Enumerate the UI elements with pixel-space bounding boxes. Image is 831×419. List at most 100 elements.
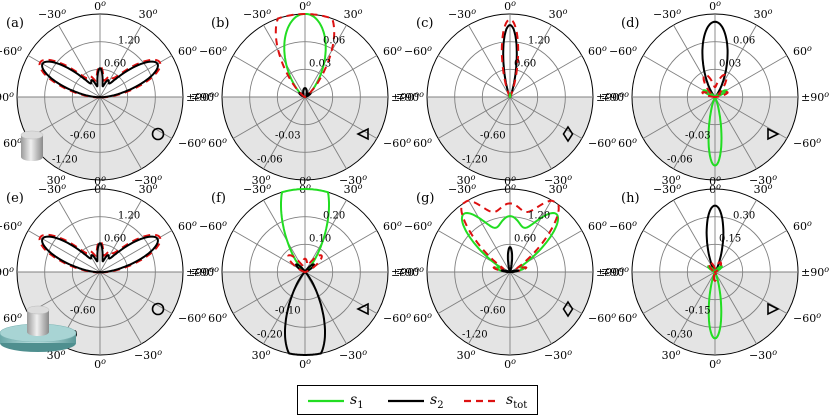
panel-label: (g) (416, 191, 434, 206)
angle-label-0: 0o (94, 0, 106, 13)
angle-label-minus-plus-90: ∓90o (0, 90, 14, 104)
radial-tick-label: -1.20 (52, 154, 78, 165)
panel-label: (e) (6, 191, 24, 206)
polar-panel-b: 0.030.06-0.03-0.060o30o−30o60o−60o∓90o±9… (191, 0, 419, 196)
cylinder-body (27, 310, 49, 332)
symmetry-marker-triangle-right (767, 302, 780, 316)
series-s2-curve (41, 235, 159, 274)
angle-label-minus30: −30o (653, 182, 681, 196)
radial-tick-label: 0.06 (733, 36, 755, 47)
angle-label-30: 30o (754, 182, 773, 196)
angle-label-minus-plus-90: ∓90o (0, 265, 14, 279)
radial-tick-label: -0.15 (685, 306, 711, 317)
angle-label-bottom-0: 0o (504, 357, 516, 371)
cylinder-body (21, 135, 43, 157)
radial-tick-label: -0.06 (667, 154, 693, 165)
polar-panel-c: 0.601.20-0.60-1.200o30o−30o60o−60o∓90o±9… (396, 0, 624, 196)
series-stot-curve (500, 18, 520, 98)
angle-label-60: 60o (793, 219, 812, 233)
series-s1-curve (508, 92, 512, 98)
angle-label-60: 60o (178, 44, 197, 58)
polar-panel-g: 0.601.20-0.60-1.200o30o−30o60o−60o∓90o±9… (396, 174, 624, 371)
angle-label-plus-minus-90: ±90o (186, 90, 214, 104)
angle-label-minus-plus-90: ∓90o (601, 90, 629, 104)
radial-tick-label: 1.20 (118, 211, 140, 222)
angle-label-bottom-30: 30o (457, 173, 476, 187)
radial-tick-label: -0.60 (70, 131, 96, 142)
angle-label-bottom-minus30: −30o (339, 348, 367, 362)
angle-label-minus60: −60o (199, 44, 227, 58)
angle-label-30: 30o (139, 7, 158, 21)
angle-label-minus60: −60o (609, 44, 637, 58)
angle-label-30: 30o (344, 7, 363, 21)
radial-tick-label: 0.60 (514, 58, 536, 69)
angle-label-bottom-60: 60o (3, 311, 22, 325)
series-stot-curve (287, 254, 323, 273)
angle-label-60: 60o (588, 219, 607, 233)
radial-tick-label: 1.20 (528, 36, 550, 47)
panel-label: (c) (416, 16, 433, 31)
cylinder-top (26, 305, 50, 315)
angle-label-bottom-minus30: −30o (749, 173, 777, 187)
angle-label-plus-minus-90: ±90o (801, 90, 829, 104)
angle-label-minus30: −30o (448, 182, 476, 196)
angle-label-minus60: −60o (0, 219, 22, 233)
angle-label-minus-plus-90: ∓90o (601, 265, 629, 279)
symmetry-marker-diamond (562, 125, 574, 143)
radial-tick-label: 0.60 (104, 233, 126, 244)
radial-tick-label: -0.03 (275, 131, 301, 142)
angle-label-bottom-0: 0o (94, 357, 106, 371)
polar-panel-h: 0.150.30-0.15-0.300o30o−30o60o−60o∓90o±9… (601, 174, 829, 371)
angle-label-bottom-30: 30o (252, 173, 271, 187)
angle-label-0: 0o (504, 174, 516, 188)
radial-tick-label: -0.30 (667, 329, 693, 340)
symmetry-marker-circle (151, 127, 165, 141)
angle-label-bottom-minus60: −60o (383, 136, 411, 150)
angle-label-minus60: −60o (404, 219, 432, 233)
panel-label: (b) (211, 16, 229, 31)
radial-tick-label: 1.20 (528, 211, 550, 222)
angle-label-30: 30o (754, 7, 773, 21)
angle-label-30: 30o (139, 182, 158, 196)
legend: s1 s2 stot (297, 385, 538, 415)
radial-tick-label: -0.20 (257, 329, 283, 340)
angle-label-plus-minus-90: ±90o (391, 90, 419, 104)
radial-tick-label: 0.15 (719, 233, 741, 244)
radial-tick-label: -0.06 (257, 154, 283, 165)
polar-panel-f: 0.100.20-0.10-0.200o30o−30o60o−60o∓90o±9… (191, 174, 419, 371)
angle-label-bottom-minus60: −60o (793, 136, 821, 150)
series-stot-curve (460, 199, 560, 273)
angle-label-bottom-minus60: −60o (178, 311, 206, 325)
angle-label-bottom-60: 60o (208, 136, 227, 150)
radial-tick-label: 0.30 (733, 211, 755, 222)
figure: 0.601.20-0.60-1.200o30o−30o60o−60o∓90o±9… (0, 0, 829, 371)
angle-label-0: 0o (504, 0, 516, 13)
angle-label-bottom-60: 60o (208, 311, 227, 325)
legend-label-s2: s (430, 392, 438, 408)
angle-label-minus60: −60o (404, 44, 432, 58)
symmetry-marker-triangle-right (767, 127, 780, 141)
angle-label-bottom-minus30: −30o (134, 173, 162, 187)
angle-label-bottom-60: 60o (413, 136, 432, 150)
angle-label-bottom-minus60: −60o (588, 136, 616, 150)
radial-tick-label: 0.03 (309, 58, 331, 69)
angle-label-bottom-60: 60o (618, 136, 637, 150)
polar-panel-d: 0.030.06-0.03-0.060o30o−30o60o−60o∓90o±9… (601, 0, 829, 196)
symmetry-marker-triangle (356, 302, 369, 316)
angle-label-minus30: −30o (38, 7, 66, 21)
angle-label-plus-minus-90: ±90o (186, 265, 214, 279)
radial-tick-label: 0.03 (719, 58, 741, 69)
angle-label-0: 0o (709, 174, 721, 188)
series-stot-curve (274, 13, 336, 98)
cylinder-bottom (21, 153, 43, 161)
angle-label-bottom-minus60: −60o (588, 311, 616, 325)
angle-label-bottom-minus60: −60o (383, 311, 411, 325)
cylinder-on-substrate-icon (0, 305, 77, 352)
angle-label-30: 30o (344, 182, 363, 196)
angle-label-0: 0o (94, 174, 106, 188)
radial-tick-label: -1.20 (462, 329, 488, 340)
symmetry-marker-triangle (356, 127, 369, 141)
cylinder-icon (20, 130, 44, 161)
angle-label-plus-minus-90: ±90o (596, 90, 624, 104)
cylinder-bottom (27, 328, 49, 336)
